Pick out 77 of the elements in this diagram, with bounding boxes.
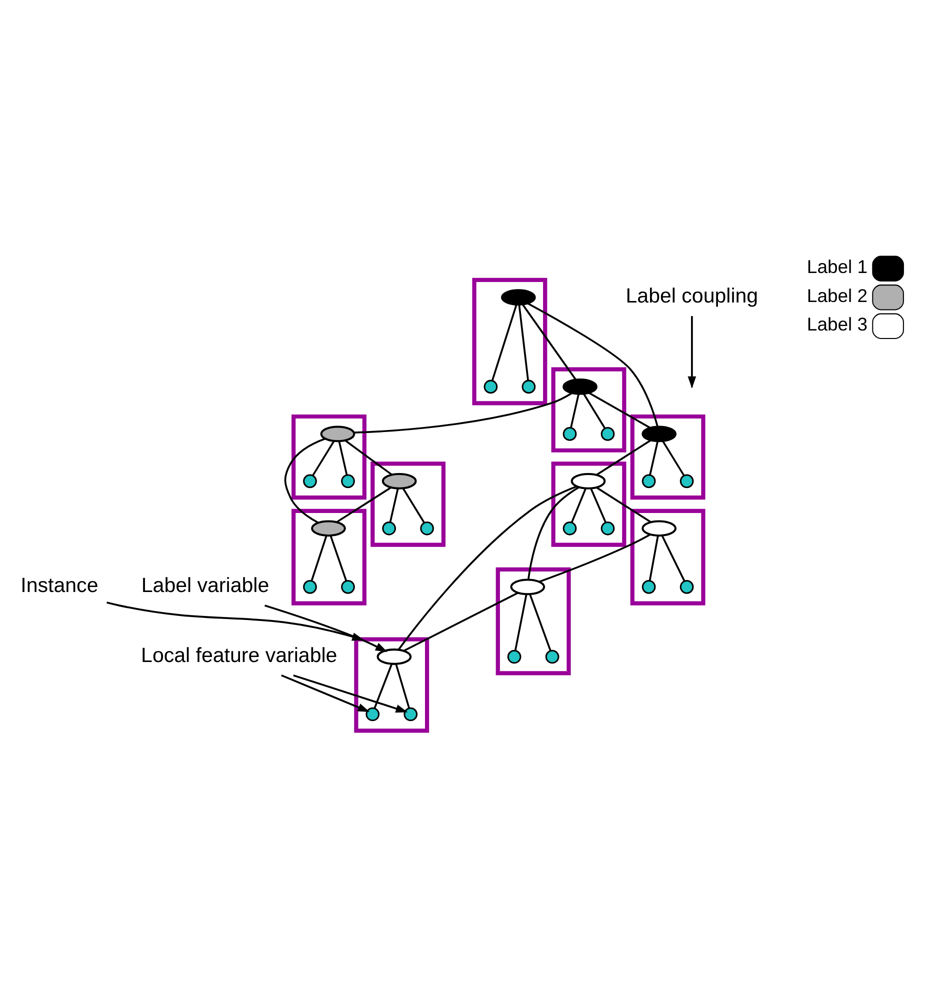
legend-label: Label 2: [806, 284, 868, 306]
node-circle: [341, 580, 355, 594]
connector: [389, 488, 399, 522]
arrow: [293, 674, 408, 713]
cluster: [292, 414, 366, 500]
connector: [527, 302, 658, 427]
connector: [570, 394, 580, 428]
node-circle: [545, 650, 560, 664]
node-circle: [522, 380, 536, 394]
node-ellipse: [320, 426, 356, 442]
connector: [538, 534, 651, 583]
node-text: Instance: [20, 574, 98, 598]
node-circle: [562, 427, 577, 441]
cluster: [354, 637, 430, 733]
cluster: [551, 462, 626, 547]
connector: [310, 536, 328, 582]
connector: [338, 441, 348, 476]
connector: [522, 304, 576, 380]
node-ellipse: [642, 520, 677, 537]
arrow: [264, 604, 388, 652]
connector: [518, 304, 529, 380]
node-circle: [680, 580, 694, 594]
node-circle: [303, 474, 317, 488]
connector: [514, 594, 528, 651]
node-text: Label variable: [141, 574, 270, 598]
node-circle: [600, 427, 615, 441]
connector: [284, 438, 326, 524]
connector: [354, 392, 572, 434]
connector: [648, 536, 659, 581]
connector: [527, 486, 580, 580]
cluster: [496, 567, 571, 676]
connector: [588, 392, 651, 429]
node-circle: [562, 521, 577, 536]
connector: [529, 594, 552, 652]
legend-label: Label 1: [806, 256, 868, 278]
cluster: [292, 508, 366, 606]
node-ellipse: [510, 578, 546, 596]
node-circle: [366, 707, 380, 722]
connector: [374, 664, 393, 709]
node-circle: [382, 521, 396, 536]
connector: [395, 664, 410, 708]
node-circle: [404, 707, 418, 722]
node-circle: [420, 521, 434, 536]
cluster: [630, 508, 706, 606]
cluster: [472, 278, 548, 406]
node-text: Local feature variable: [141, 644, 338, 667]
cluster: [370, 462, 446, 547]
node-ellipse: [570, 472, 606, 490]
cluster: [630, 414, 706, 500]
node-ellipse: [642, 426, 677, 442]
node-circle: [642, 474, 656, 488]
node-circle: [600, 521, 615, 536]
connector: [330, 536, 348, 582]
node-circle: [680, 474, 694, 488]
connector: [492, 304, 518, 381]
connector: [596, 440, 652, 476]
node-ellipse: [382, 472, 417, 490]
connector: [596, 486, 652, 523]
connector: [336, 486, 392, 523]
connector: [398, 486, 578, 650]
connector: [404, 592, 518, 652]
node-text: Label coupling: [626, 284, 758, 308]
node-ellipse: [562, 378, 598, 395]
node-ellipse: [376, 648, 412, 665]
node-ellipse: [500, 289, 536, 306]
node-circle: [341, 474, 355, 488]
connector: [649, 441, 659, 476]
cluster: [551, 367, 626, 452]
arrow: [281, 674, 370, 712]
connector: [344, 440, 392, 476]
node-circle: [642, 580, 656, 594]
node-ellipse: [311, 520, 346, 537]
legend-label: Label 3: [806, 314, 868, 335]
node-circle: [507, 650, 522, 664]
node-circle: [303, 580, 317, 594]
connector: [570, 488, 587, 523]
node-circle: [484, 380, 498, 394]
